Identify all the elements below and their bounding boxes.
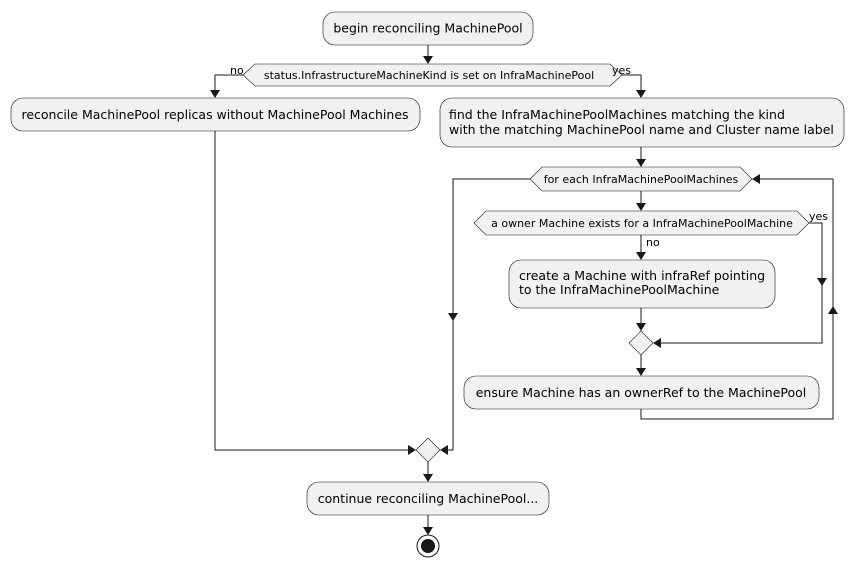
action-continue-label: continue reconciling MachinePool... (318, 491, 539, 506)
arrowhead (636, 159, 646, 167)
arrowhead (636, 368, 646, 376)
branch-no-label: no (230, 64, 244, 77)
flow-loop-back (640, 178, 834, 420)
loop-condition-label: for each InfraMachinePoolMachines (544, 173, 739, 186)
arrowhead (440, 445, 448, 455)
start-action-label: begin reconciling MachinePool (333, 21, 522, 36)
branch-yes-label: yes (612, 64, 631, 77)
arrowhead (636, 252, 646, 260)
arrowhead (636, 323, 646, 331)
arrowhead (752, 174, 760, 184)
arrowhead (423, 527, 433, 535)
arrowhead (636, 90, 646, 98)
owner-no-label: no (646, 236, 660, 249)
arrowhead (423, 474, 433, 482)
arrowhead (828, 306, 838, 314)
action-no-machines-label: reconcile MachinePool replicas without M… (21, 107, 408, 122)
merge-main-node (415, 437, 441, 463)
decision-infra-kind-label: status.InfrastructureMachineKind is set … (264, 69, 594, 82)
arrowhead (817, 278, 827, 286)
action-ensure-label: ensure Machine has an ownerRef to the Ma… (476, 385, 807, 400)
action-create-line2: to the InfraMachinePoolMachine (519, 282, 720, 297)
flow-no-to-merge (214, 131, 413, 451)
arrowhead (423, 56, 433, 64)
arrowhead (653, 338, 661, 348)
arrowhead (408, 445, 416, 455)
stop-node-icon (416, 534, 440, 558)
arrowhead (636, 203, 646, 211)
action-find-node (439, 97, 845, 148)
action-create-line1: create a Machine with infraRef pointing (519, 268, 765, 283)
arrowhead (210, 90, 220, 98)
action-find-line1: find the InfraMachinePoolMachines matchi… (449, 107, 785, 122)
action-create-node (508, 259, 776, 309)
arrowhead (448, 313, 458, 321)
flow-decision-to-no (214, 74, 243, 95)
action-find-line2: with the matching MachinePool name and C… (449, 122, 834, 137)
merge-owner-node (628, 330, 654, 356)
flow-decision-to-yes (622, 74, 642, 95)
owner-yes-label: yes (809, 210, 828, 223)
decision-owner-label: a owner Machine exists for a InfraMachin… (491, 217, 793, 230)
